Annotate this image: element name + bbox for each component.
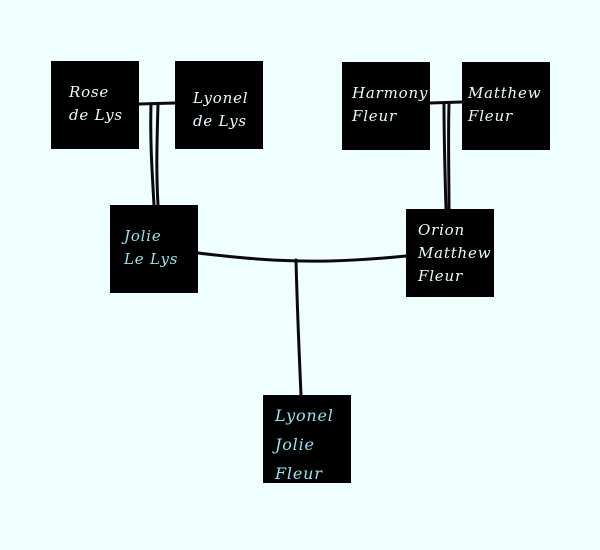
person-harmony-fleur: Harmony Fleur xyxy=(342,62,430,150)
person-name-line: Rose xyxy=(69,83,110,101)
person-name-line: Fleur xyxy=(275,464,323,483)
person-name-line: Fleur xyxy=(418,267,463,285)
person-name-line: Jolie xyxy=(275,435,315,454)
person-lyonel-jolie-fleur: Lyonel Jolie Fleur xyxy=(263,395,351,483)
person-lyonel-de-lys: Lyonel de Lys xyxy=(175,61,263,149)
descent-line-jolie-right xyxy=(155,102,160,207)
couple-line-jolie-orion xyxy=(196,251,408,263)
person-name-line: Le Lys xyxy=(124,250,179,268)
person-name-line: Orion xyxy=(418,221,465,239)
descent-line-jolie-left xyxy=(149,102,156,207)
descent-line-lyonel-jolie-fleur xyxy=(294,258,303,397)
person-name-line: Fleur xyxy=(352,107,397,125)
couple-line-harmony-matthew xyxy=(428,100,464,105)
person-name-line: Lyonel xyxy=(275,406,334,425)
person-name-line: Matthew xyxy=(418,244,492,262)
person-name-line: Harmony xyxy=(352,84,429,102)
person-name-line: de Lys xyxy=(193,112,247,130)
person-jolie-le-lys: Jolie Le Lys xyxy=(110,205,198,293)
person-matthew-fleur: Matthew Fleur xyxy=(462,62,550,150)
person-name-line: Lyonel xyxy=(193,89,249,107)
person-rose-de-lys: Rose de Lys xyxy=(51,61,139,149)
descent-line-orion-left xyxy=(442,101,448,211)
person-name-line: Fleur xyxy=(468,107,513,125)
person-name-line: Matthew xyxy=(468,84,542,102)
person-orion-matthew-fleur: Orion Matthew Fleur xyxy=(406,209,494,297)
person-name-line: de Lys xyxy=(69,106,123,124)
person-name-line: Jolie xyxy=(124,227,162,245)
